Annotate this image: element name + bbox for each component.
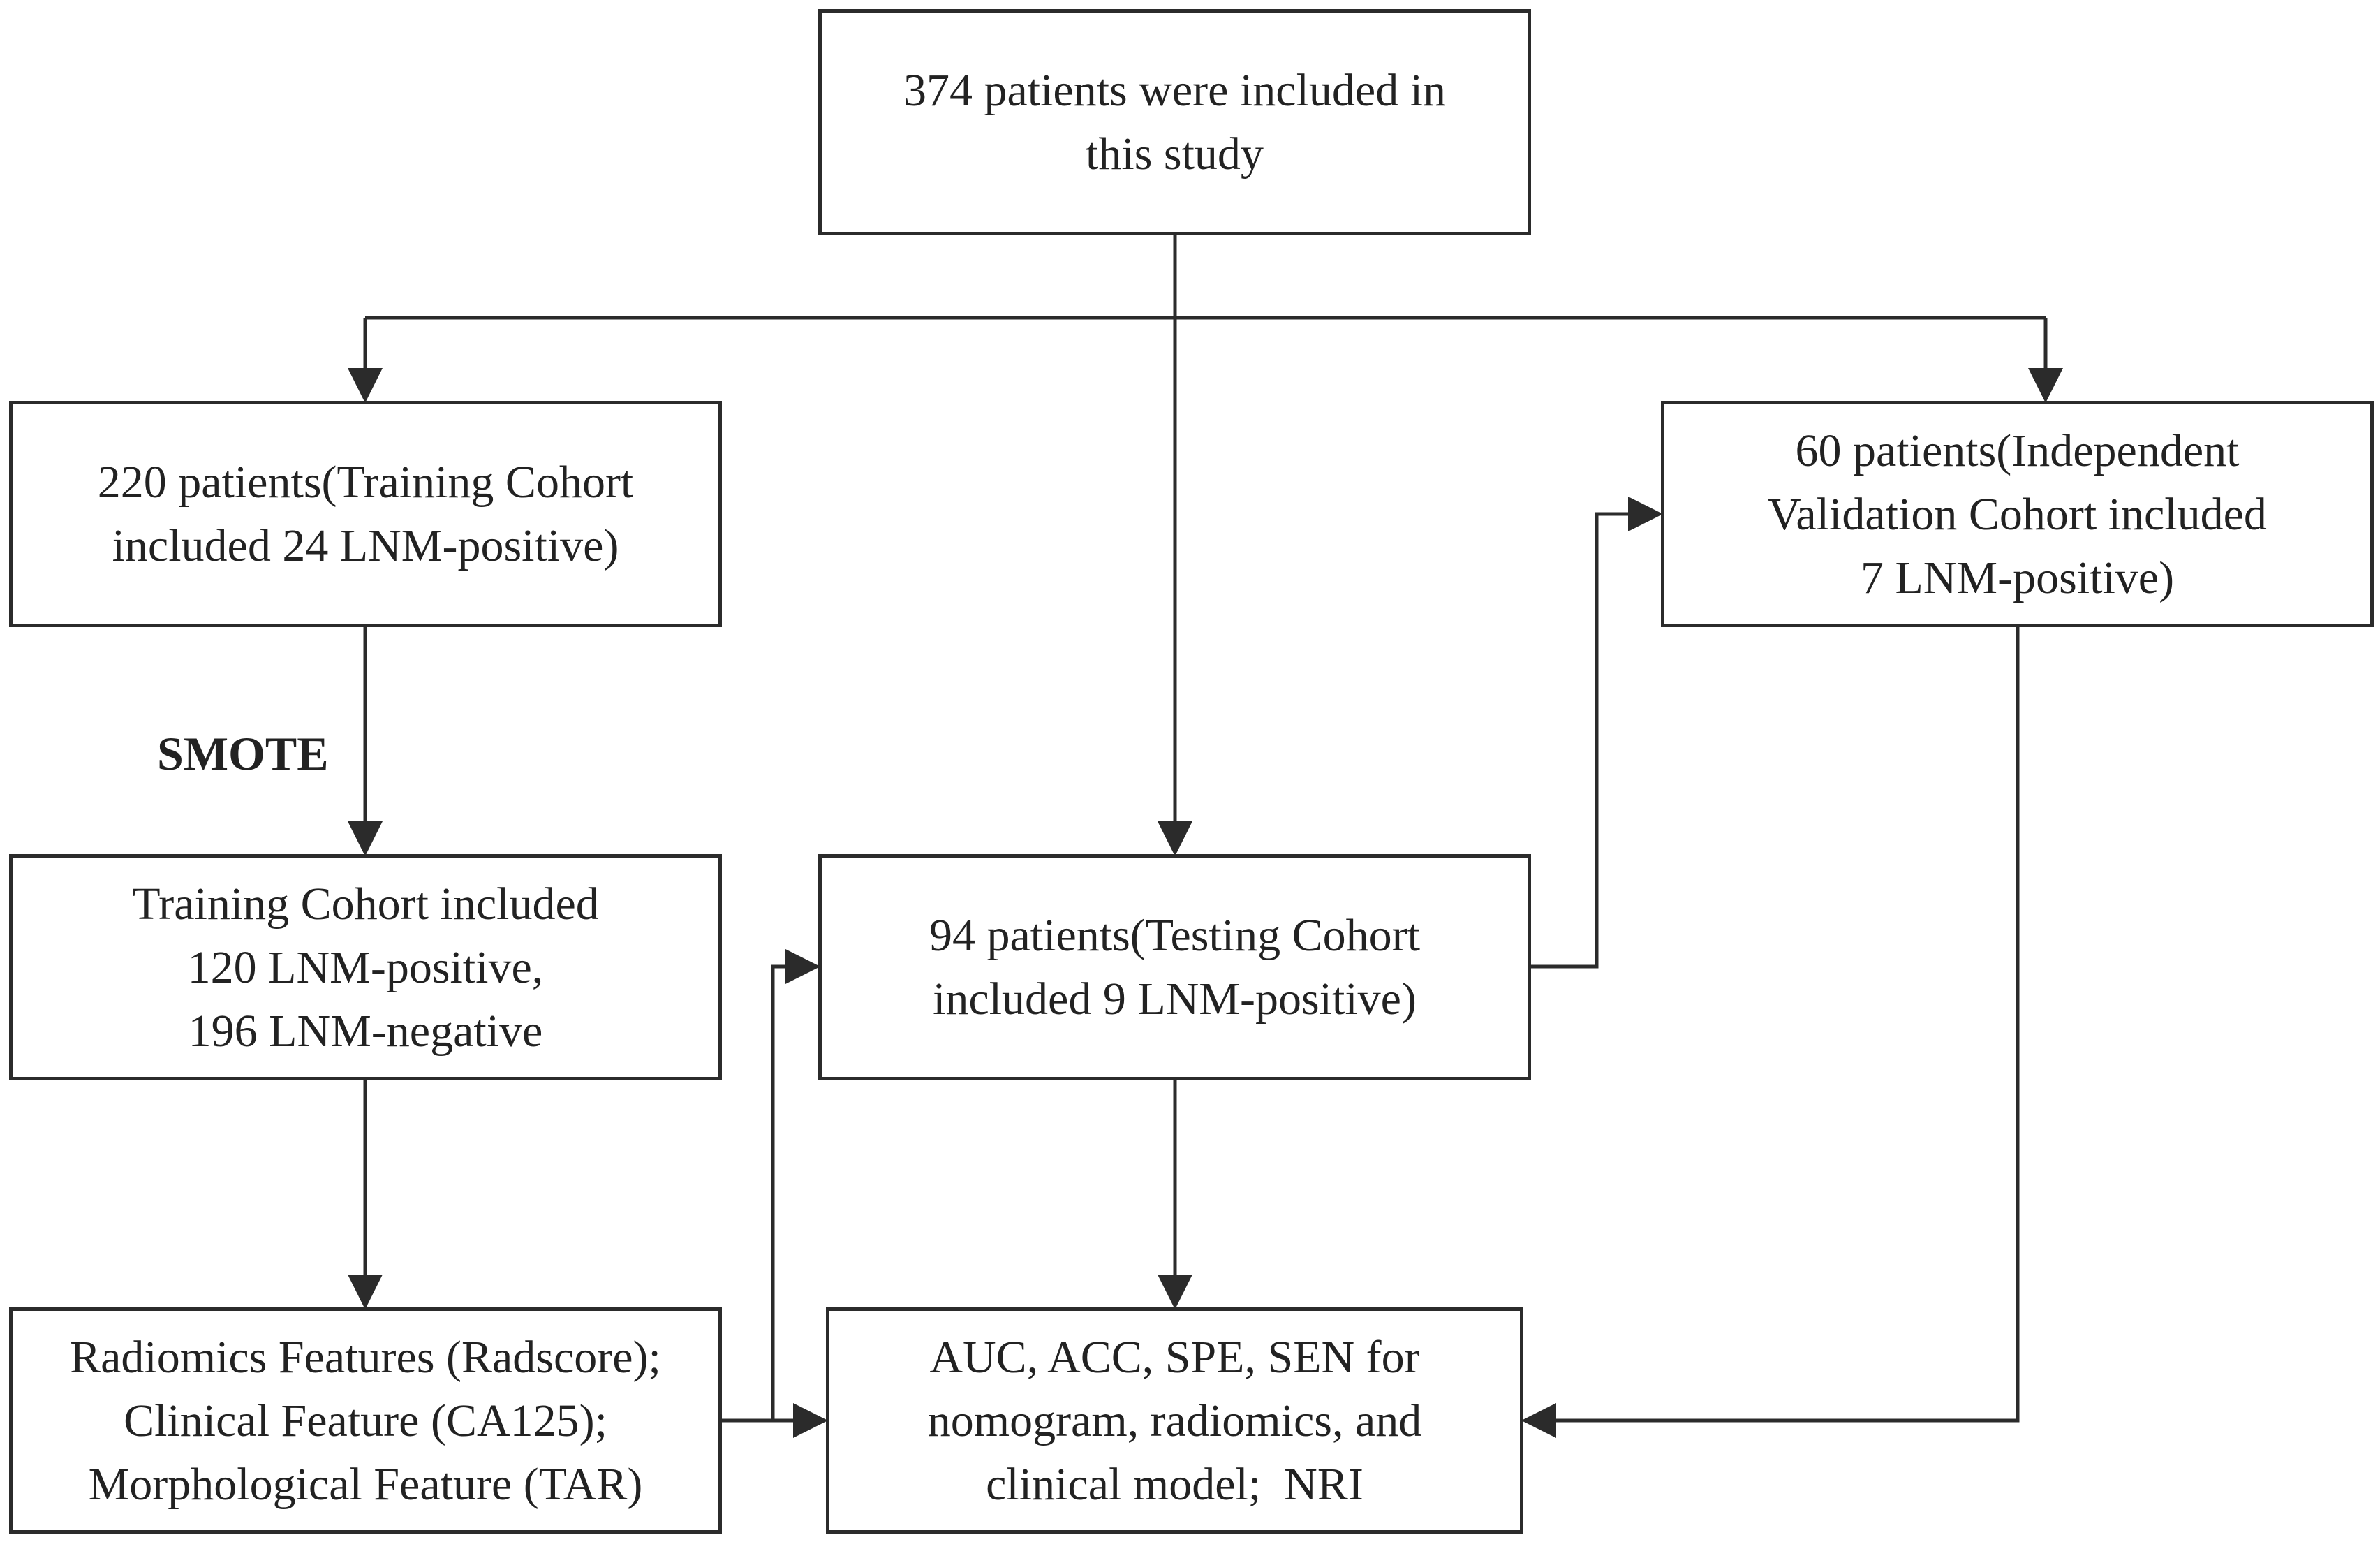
node-validation-cohort: 60 patients(Independent Validation Cohor… [1661,401,2374,627]
edge-label-smote: SMOTE [157,727,329,780]
node-text-line: 60 patients(Independent [1795,425,2240,476]
node-text-line: Validation Cohort included [1768,488,2267,540]
node-text-line: Clinical Feature (CA125); [124,1395,607,1446]
node-testing-cohort: 94 patients(Testing Cohort included 9 LN… [818,854,1531,1080]
node-text-line: AUC, ACC, SPE, SEN for [929,1331,1420,1383]
node-text-line: Morphological Feature (TAR) [88,1458,643,1510]
edge-testing-to-validation [1531,497,1663,969]
node-text-line: included 9 LNM-positive) [933,974,1417,1025]
node-text-line: clinical model; NRI [986,1458,1363,1510]
node-text-line: 374 patients were included in [903,65,1447,116]
node-text-line: 7 LNM-positive) [1860,552,2175,603]
node-text-line: 94 patients(Testing Cohort [929,910,1420,961]
node-text-line: 220 patients(Training Cohort [97,457,634,508]
node-text-line: 120 LNM-positive, [187,941,544,993]
edge-validation-to-metrics [1521,627,2020,1438]
node-metrics: AUC, ACC, SPE, SEN for nomogram, radiomi… [826,1307,1523,1534]
node-text-line: included 24 LNM-positive) [112,520,619,571]
node-text-line: 196 LNM-negative [188,1005,543,1057]
node-total-patients: 374 patients were included in this study [818,9,1531,235]
node-smote-training-cohort: Training Cohort included 120 LNM-positiv… [9,854,722,1080]
node-text-line: this study [1086,128,1264,179]
node-training-cohort: 220 patients(Training Cohort included 24… [9,401,722,627]
node-text-line: Training Cohort included [132,878,599,930]
node-text-line: nomogram, radiomics, and [927,1395,1422,1446]
node-features: Radiomics Features (Radscore); Clinical … [9,1307,722,1534]
node-text-line: Radiomics Features (Radscore); [70,1331,661,1383]
edge-features-to-testing [722,949,820,1423]
